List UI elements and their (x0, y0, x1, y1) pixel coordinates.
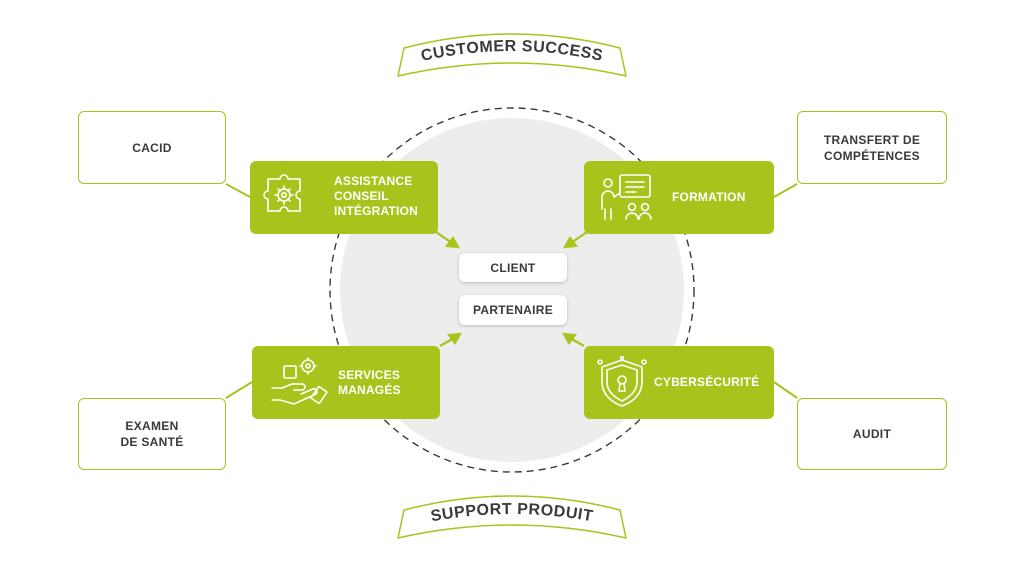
arrow-head-tl (444, 235, 460, 249)
partenaire-label: PARTENAIRE (472, 303, 554, 317)
cybersecurite-box: CYBERSÉCURITÉ (584, 346, 774, 419)
cacid-box: CACID (78, 111, 226, 184)
examen-sante-label: EXAMEN DE SANTÉ (120, 419, 184, 449)
partenaire-box: PARTENAIRE (459, 295, 567, 325)
dashed-ring (329, 107, 695, 473)
shield-lock-icon (596, 355, 648, 414)
arrow-head-br (562, 332, 578, 346)
puzzle-gear-icon (262, 171, 314, 227)
center-arrows (435, 231, 588, 347)
cacid-label: CACID (132, 140, 172, 155)
examen-sante-box: EXAMEN DE SANTÉ (78, 398, 226, 470)
customer-success-banner: CUSTOMER SUCCESS (397, 33, 627, 77)
connector-cacid (225, 183, 251, 198)
formation-label: FORMATION (672, 190, 746, 204)
presentation-board-icon (598, 171, 656, 227)
audit-box: AUDIT (797, 398, 947, 470)
transfert-competences-label: TRANSFERT DE COMPÉTENCES (823, 132, 921, 163)
support-produit-banner: SUPPORT PRODUIT (397, 495, 627, 539)
services-manages-box: SERVICES MANAGÉS (252, 346, 440, 419)
connector-lines (225, 183, 798, 399)
connector-examen (225, 381, 253, 399)
client-label: CLIENT (490, 260, 536, 275)
arrow-head-tr (563, 235, 579, 249)
formation-box: FORMATION (584, 161, 774, 234)
assistance-box: ASSISTANCE CONSEIL INTÉGRATION (250, 161, 438, 234)
hand-gears-icon (270, 356, 328, 412)
connector-audit (773, 381, 798, 399)
transfert-competences-box: TRANSFERT DE COMPÉTENCES (797, 111, 947, 184)
connector-transfert (773, 183, 798, 198)
assistance-label: ASSISTANCE CONSEIL INTÉGRATION (334, 174, 418, 218)
services-manages-label: SERVICES MANAGÉS (338, 368, 401, 397)
arrow-head-bl (446, 332, 462, 346)
cybersecurite-label: CYBERSÉCURITÉ (654, 375, 760, 389)
audit-label: AUDIT (852, 427, 892, 441)
client-box: CLIENT (459, 253, 567, 282)
